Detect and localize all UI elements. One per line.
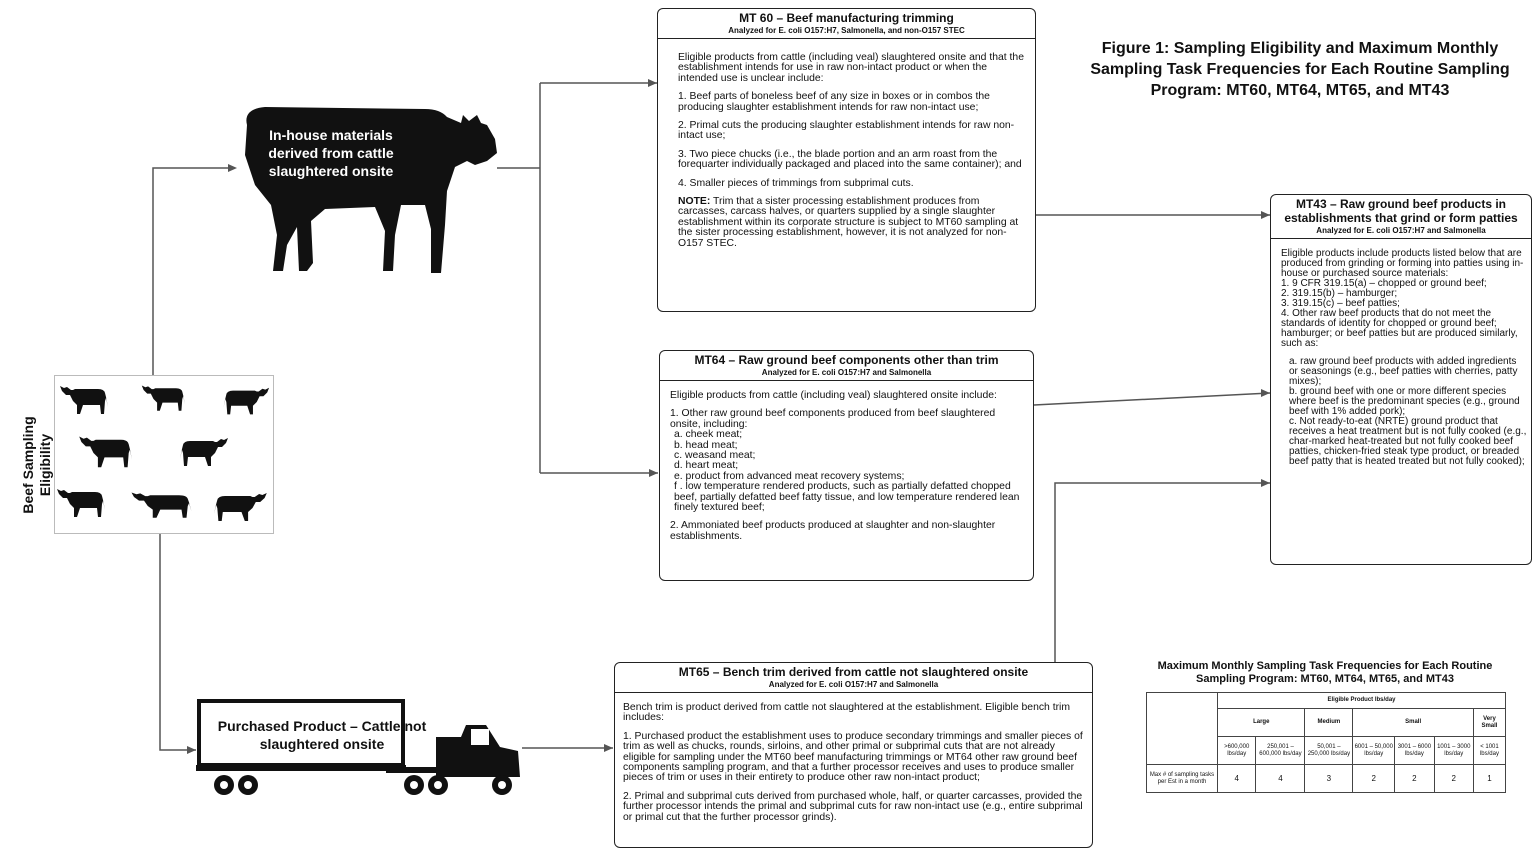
arrowhead bbox=[604, 744, 613, 752]
truck-icon bbox=[196, 699, 520, 795]
mt64-subitem: e. product from advanced meat recovery s… bbox=[674, 470, 905, 482]
mt43-intro: Eligible products include products liste… bbox=[1281, 248, 1524, 279]
table-row: Max # of sampling tasks per Est in a mon… bbox=[1146, 764, 1507, 793]
mt65-item1: 1. Purchased product the establishment u… bbox=[623, 730, 1083, 784]
mt60-note-label: NOTE: bbox=[678, 196, 711, 208]
arrowhead bbox=[187, 746, 196, 754]
arrowhead bbox=[1261, 211, 1270, 219]
mt64-subitem: a. cheek meat; bbox=[674, 429, 743, 441]
mt43-analyzed: Analyzed for E. coli O157:H7 and Salmone… bbox=[1316, 226, 1486, 235]
mt64-item2: 2. Ammoniated beef products produced at … bbox=[670, 520, 996, 542]
table-size-header: Very Small bbox=[1472, 708, 1507, 738]
mt64-subitem: c. weasand meat; bbox=[674, 450, 756, 462]
table-range-cell: 6001 – 50,000 lbs/day bbox=[1352, 736, 1396, 766]
table-value-cell: 2 bbox=[1433, 764, 1474, 793]
cow-label: In-house materials derived from cattle s… bbox=[268, 127, 394, 179]
table-corner bbox=[1146, 691, 1218, 766]
table-title: Maximum Monthly Sampling Task Frequencie… bbox=[1157, 660, 1493, 685]
table-row-label: Max # of sampling tasks per Est in a mon… bbox=[1146, 764, 1218, 793]
table-range-cell: 3001 – 6000 lbs/day bbox=[1394, 736, 1435, 766]
mt64-intro: Eligible products from cattle (including… bbox=[670, 390, 997, 401]
mt43-line: 2. 319.15(b) – hamburger; bbox=[1281, 288, 1398, 299]
cow-icon bbox=[223, 387, 270, 415]
connector-to-cow bbox=[152, 167, 228, 375]
mt64-box: MT64 – Raw ground beef components other … bbox=[659, 350, 1034, 581]
mt43-line: 1. 9 CFR 319.15(a) – chopped or ground b… bbox=[1281, 278, 1487, 289]
cow-silhouette-icon bbox=[245, 107, 497, 273]
mt60-analyzed: Analyzed for E. coli O157:H7, Salmonella… bbox=[728, 26, 965, 35]
mt60-box: MT 60 – Beef manufacturing trimming Anal… bbox=[657, 8, 1036, 312]
cow-icon bbox=[214, 493, 267, 521]
mt64-subitem: f . low temperature rendered products, s… bbox=[674, 481, 1020, 514]
cow-icon bbox=[180, 438, 228, 466]
mt65-box: MT65 – Bench trim derived from cattle no… bbox=[614, 662, 1093, 848]
mt64-subitem: b. head meat; bbox=[674, 439, 738, 451]
mt43-sub-a: a. raw ground beef products with added i… bbox=[1289, 356, 1518, 387]
mt60-item4: 4. Smaller pieces of trimmings from subp… bbox=[678, 177, 914, 189]
mt65-intro: Bench trim is product derived from cattl… bbox=[623, 702, 1071, 724]
mt60-item1: 1. Beef parts of boneless beef of any si… bbox=[678, 91, 990, 113]
mt64-item1: 1. Other raw ground beef components prod… bbox=[670, 408, 996, 430]
mt43-sub-c: c. Not ready-to-eat (NRTE) ground produc… bbox=[1289, 416, 1527, 467]
mt43-sub-b: b. ground beef with one or more differen… bbox=[1289, 386, 1520, 417]
table-size-header: Large bbox=[1216, 708, 1306, 738]
table-range-cell: 1001 – 3000 lbs/day bbox=[1433, 736, 1474, 766]
cow-icon bbox=[141, 385, 185, 411]
table-value-cell: 3 bbox=[1304, 764, 1354, 793]
mt60-title: MT 60 – Beef manufacturing trimming bbox=[739, 11, 954, 25]
cow-icon bbox=[57, 489, 105, 517]
cow-icon bbox=[60, 386, 108, 414]
mt43-line: 4. Other raw beef products that do not m… bbox=[1281, 308, 1518, 349]
mt64-title: MT64 – Raw ground beef components other … bbox=[694, 353, 999, 367]
arrowhead bbox=[648, 79, 657, 87]
mt64-analyzed: Analyzed for E. coli O157:H7 and Salmone… bbox=[761, 368, 932, 377]
figure-title: Figure 1: Sampling Eligibility and Maxim… bbox=[1090, 40, 1510, 99]
arrowhead bbox=[1261, 389, 1270, 397]
connector-mt65-mt43 bbox=[1054, 482, 1270, 662]
table-range-cell: 250,001 – 600,000 lbs/day bbox=[1255, 736, 1306, 766]
arrowhead bbox=[649, 469, 658, 477]
table-range-cell: < 1001 lbs/day bbox=[1472, 736, 1507, 766]
cattle-collage-image bbox=[54, 375, 274, 534]
table-range-cell: 50,001 – 250,000 lbs/day bbox=[1304, 736, 1354, 766]
mt65-title: MT65 – Bench trim derived from cattle no… bbox=[678, 665, 1029, 679]
arrowhead bbox=[228, 164, 237, 172]
table-size-header: Medium bbox=[1304, 708, 1354, 738]
mt60-intro: Eligible products from cattle (including… bbox=[678, 52, 1024, 84]
cow-icon bbox=[79, 436, 132, 468]
cow-icon bbox=[131, 492, 192, 518]
mt43-line: 3. 319.15(c) – beef patties; bbox=[1281, 298, 1400, 309]
table-value-cell: 4 bbox=[1216, 764, 1257, 793]
mt60-note: Trim that a sister processing establishm… bbox=[678, 196, 1019, 249]
frequency-table: Eligible Product lbs/day Large Medium Sm… bbox=[1146, 691, 1507, 793]
table-range-cell: >600,000 lbs/day bbox=[1216, 736, 1257, 766]
arrowhead bbox=[1261, 479, 1270, 487]
table-value-cell: 4 bbox=[1255, 764, 1306, 793]
mt64-subitem: d. heart meat; bbox=[674, 460, 739, 472]
connector-to-truck bbox=[159, 533, 196, 751]
mt65-analyzed: Analyzed for E. coli O157:H7 and Salmone… bbox=[768, 680, 939, 689]
connector-mt64-mt43 bbox=[1033, 392, 1271, 406]
table-group-header: Eligible Product lbs/day bbox=[1217, 691, 1506, 710]
mt43-title: MT43 – Raw ground beef products in estab… bbox=[1284, 197, 1518, 225]
table-size-header: Small bbox=[1352, 708, 1474, 738]
table-value-cell: 2 bbox=[1394, 764, 1435, 793]
mt60-item2: 2. Primal cuts the producing slaughter e… bbox=[678, 120, 1015, 142]
mt65-item2: 2. Primal and subprimal cuts derived fro… bbox=[623, 790, 1083, 823]
table-value-cell: 2 bbox=[1352, 764, 1396, 793]
mt43-box: MT43 – Raw ground beef products in estab… bbox=[1270, 194, 1532, 565]
truck-label: Purchased Product – Cattle not slaughter… bbox=[217, 718, 427, 752]
mt60-item3: 3. Two piece chucks (i.e., the blade por… bbox=[678, 148, 1022, 171]
table-value-cell: 1 bbox=[1472, 764, 1507, 793]
